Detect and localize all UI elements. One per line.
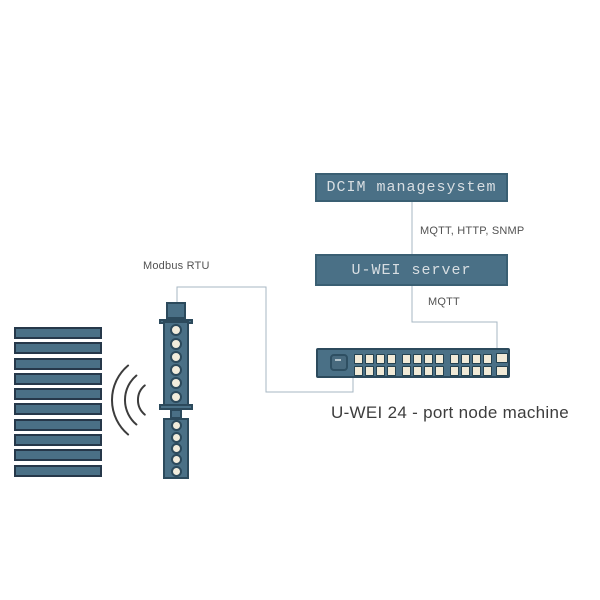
sensor-led bbox=[170, 454, 182, 466]
port bbox=[424, 354, 433, 364]
server-node-link-label: MQTT bbox=[428, 296, 460, 308]
rack-bar bbox=[14, 434, 102, 447]
port bbox=[472, 354, 481, 364]
port-group bbox=[450, 354, 492, 376]
rack-bar bbox=[14, 327, 102, 339]
rack-bar bbox=[14, 418, 102, 431]
rack-bar bbox=[14, 449, 102, 462]
dcim-box-label: DCIM managesystem bbox=[326, 179, 497, 196]
port bbox=[387, 354, 396, 364]
port bbox=[354, 366, 363, 376]
port bbox=[450, 366, 459, 376]
rack-bar bbox=[14, 464, 102, 477]
port-group bbox=[402, 354, 444, 376]
sensor-led bbox=[170, 431, 182, 443]
sensor-led bbox=[170, 390, 182, 403]
port bbox=[365, 354, 374, 364]
node-machine-caption: U-WEI 24 - port node machine bbox=[331, 403, 569, 422]
node-machine-display bbox=[330, 354, 348, 371]
port bbox=[376, 366, 385, 376]
port bbox=[461, 366, 470, 376]
port bbox=[402, 366, 411, 376]
port bbox=[354, 354, 363, 364]
sensor-led bbox=[170, 420, 182, 432]
sensor-led bbox=[170, 350, 182, 363]
port bbox=[461, 354, 470, 364]
rack-bar bbox=[14, 403, 102, 416]
port bbox=[413, 354, 422, 364]
port bbox=[435, 366, 444, 376]
uplink-port bbox=[496, 353, 508, 363]
sensor-led bbox=[170, 377, 182, 390]
connector-line-server-node bbox=[411, 286, 498, 348]
port bbox=[365, 366, 374, 376]
rack-bar bbox=[14, 357, 102, 370]
uplink-port bbox=[496, 366, 508, 376]
port bbox=[483, 354, 492, 364]
wireless-signal-icon bbox=[111, 364, 146, 436]
sensor-led bbox=[170, 364, 182, 377]
dcim-manage-system-box: DCIM managesystem bbox=[315, 173, 508, 202]
server-box-label: U-WEI server bbox=[351, 261, 472, 279]
sensor-led bbox=[170, 337, 182, 350]
port bbox=[435, 354, 444, 364]
uwei-server-box: U-WEI server bbox=[315, 254, 508, 286]
sensor-strip-cap bbox=[166, 302, 186, 319]
equipment-rack bbox=[14, 327, 102, 477]
sensor-led bbox=[170, 442, 182, 454]
sensor-strip-upper-bar bbox=[163, 321, 189, 406]
rack-bar bbox=[14, 372, 102, 385]
port bbox=[483, 366, 492, 376]
node-machine bbox=[316, 348, 510, 378]
dcim-server-link-label: MQTT, HTTP, SNMP bbox=[420, 225, 525, 237]
connector-line-sensor-node bbox=[176, 286, 354, 393]
uplink-ports bbox=[496, 353, 508, 376]
port bbox=[424, 366, 433, 376]
sensor-strip-lower-bar bbox=[163, 418, 189, 479]
rack-bar bbox=[14, 342, 102, 355]
sensor-led bbox=[170, 465, 182, 477]
port bbox=[413, 366, 422, 376]
port bbox=[450, 354, 459, 364]
port bbox=[387, 366, 396, 376]
port bbox=[376, 354, 385, 364]
port bbox=[402, 354, 411, 364]
rack-bar bbox=[14, 388, 102, 401]
sensor-led bbox=[170, 324, 182, 337]
port-group bbox=[354, 354, 396, 376]
port bbox=[472, 366, 481, 376]
modbus-rtu-label: Modbus RTU bbox=[143, 260, 210, 272]
